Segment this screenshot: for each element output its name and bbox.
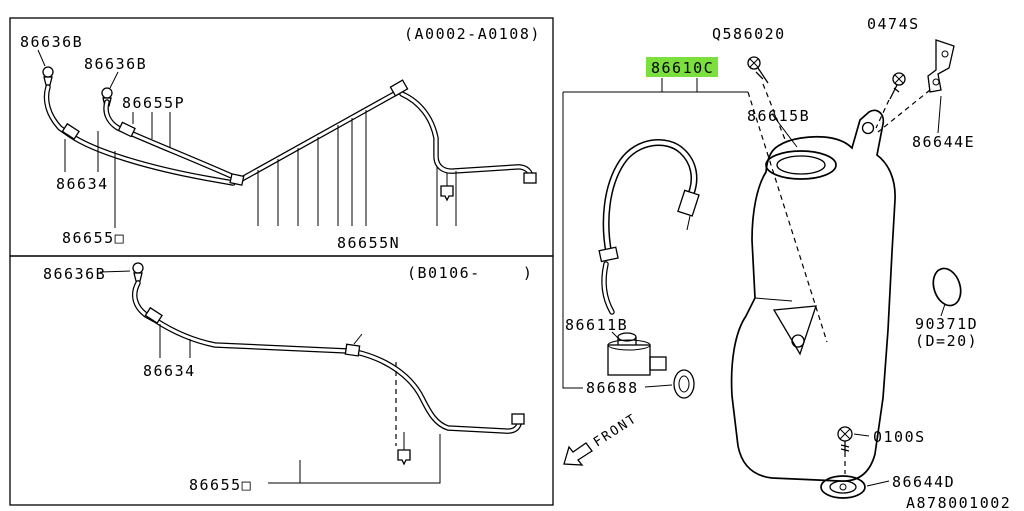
tank-filler-opening [765,150,837,180]
leader-lines-top-box [64,110,457,228]
washer-pump [607,332,695,399]
part-label-86611b[interactable]: 86611B [565,316,628,334]
part-label-86688[interactable]: 86688 [586,379,639,397]
part-label-86615b[interactable]: 86615B [747,107,810,125]
part-label-86636b-3[interactable]: 86636B [43,265,106,283]
pump-grommet-icon [673,369,695,399]
hose-junction-icon [389,79,409,97]
screw-icon [889,72,906,100]
part-label-86636b-1[interactable]: 86636B [20,33,83,51]
part-label-86655n[interactable]: 86655N [337,234,400,252]
washer-feed-hose [598,139,700,315]
document-code: A878001002 [906,494,1011,511]
mount-bracket-icon [927,39,955,93]
part-label-86644e[interactable]: 86644E [912,133,975,151]
inset-box-bottom-border [9,255,554,506]
hose-junction-icon [344,343,361,357]
part-label-q586020[interactable]: Q586020 [712,25,786,43]
hose-end-fitting-icon [523,172,537,184]
range-code-top: (A0002-A0108) [404,25,541,43]
hose-clip-icon [397,432,411,466]
washer-hose-art [131,280,525,466]
screw-icon [747,56,769,84]
leader-lines-bottom-box [159,324,441,484]
part-label-0100s[interactable]: 0100S [873,428,926,446]
front-arrow-icon [563,442,593,466]
washer-tank [730,109,896,482]
front-direction-indicator: FRONT [563,411,640,466]
hose-end-fitting-icon [511,413,525,425]
part-label-90371d-note: (D=20) [915,332,978,350]
hose-elbow-fitting-icon [677,189,700,217]
inset-box-top: 86636B 86636B 86655P 86634 86655□ 86655N… [9,17,554,257]
inset-box-top-border [9,17,554,257]
leader-lines-assembly [611,78,946,487]
drain-cap-icon [820,475,866,499]
grommet-icon [932,267,962,307]
part-label-86655sq-1[interactable]: 86655□ [62,229,125,247]
part-label-86655p[interactable]: 86655P [122,94,185,112]
hose-fitting-icon [598,246,619,263]
inset-box-bottom: 86636B 86634 86655□ (B0106- ) [9,255,554,506]
range-code-bottom: (B0106- ) [407,264,533,282]
hose-joint-icon [229,173,245,186]
washer-hose-art [43,79,537,202]
part-label-86634-1[interactable]: 86634 [56,175,109,193]
part-label-86644d[interactable]: 86644D [892,473,955,491]
washer-nozzle-icon [99,262,144,282]
washer-nozzle-icon [101,71,119,107]
check-valve-icon [144,306,163,324]
washer-nozzle-icon [37,49,54,86]
tank-recess-detail [772,305,817,356]
hose-clip-icon [440,173,454,202]
part-label-86655sq-2[interactable]: 86655□ [189,476,252,494]
check-valve-icon [61,122,80,140]
part-label-86610c[interactable]: 86610C [651,59,714,77]
pump-outlet [649,356,667,371]
front-label: FRONT [591,411,640,450]
check-valve-icon [117,121,136,138]
bolt-icon [837,426,853,452]
tank-assembly: 86610C Q586020 0474S 86615B 86644E 86611… [562,15,978,499]
part-label-0474s[interactable]: 0474S [867,15,920,33]
part-label-86636b-2[interactable]: 86636B [84,55,147,73]
tank-mount-hole [861,121,875,135]
part-label-90371d[interactable]: 90371D [915,315,978,333]
highlight-86610c [646,57,718,77]
part-label-86634-2[interactable]: 86634 [143,362,196,380]
reference-lines [562,83,931,474]
